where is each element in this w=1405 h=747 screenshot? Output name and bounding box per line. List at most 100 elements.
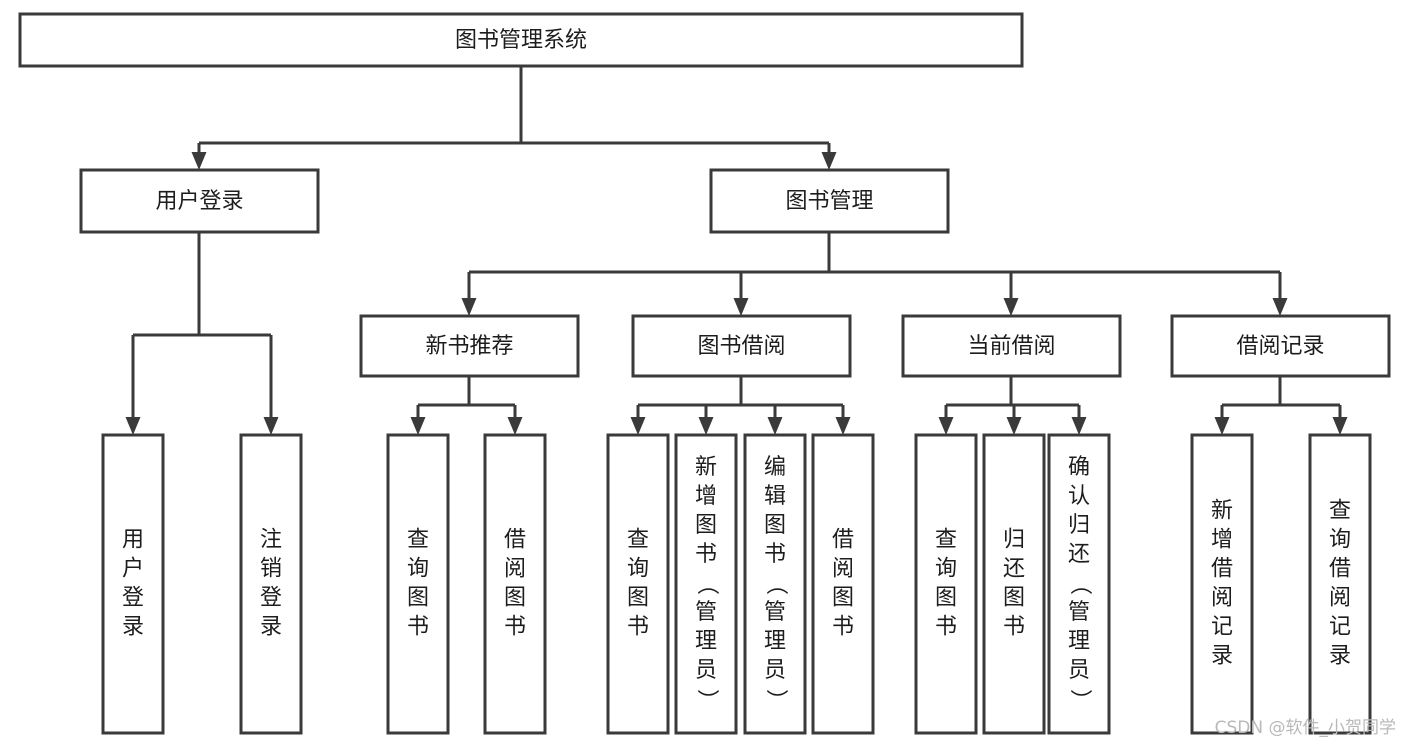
connector-arm	[1003, 272, 1019, 316]
svg-text:图: 图	[832, 586, 854, 611]
node-box-book-borrow[interactable]	[631, 314, 852, 378]
connector-borrow-record	[1214, 376, 1348, 435]
svg-text:）: ）	[694, 689, 719, 711]
node-label-root: 图书管理系统	[455, 28, 587, 53]
svg-text:管: 管	[695, 600, 717, 625]
svg-text:确: 确	[1068, 455, 1090, 480]
svg-text:管: 管	[1068, 600, 1090, 625]
node-label-book-borrow: 图书借阅	[697, 334, 785, 359]
svg-text:管: 管	[764, 600, 786, 625]
connector-arm	[507, 405, 523, 435]
svg-text:书: 书	[627, 615, 649, 640]
node-book-manage[interactable]: 图书管理	[709, 168, 950, 234]
node-box-leaf-logout-login[interactable]	[239, 433, 303, 735]
connector-arm	[1006, 405, 1022, 435]
svg-text:书: 书	[832, 615, 854, 640]
node-user-login[interactable]: 用户登录	[79, 168, 320, 234]
svg-text:增: 增	[695, 484, 717, 509]
node-box-book-manage[interactable]	[709, 168, 950, 234]
svg-text:增: 增	[1211, 528, 1233, 553]
node-box-current-borrow[interactable]	[901, 314, 1122, 378]
node-label-new-book-recommend: 新书推荐	[425, 334, 513, 359]
svg-text:归: 归	[1003, 528, 1025, 553]
svg-text:录: 录	[1211, 644, 1233, 669]
svg-text:书: 书	[764, 542, 786, 567]
node-box-borrow-record[interactable]	[1170, 314, 1391, 378]
node-box-leaf-user-login[interactable]	[101, 433, 165, 735]
connector-arm	[733, 272, 749, 316]
node-box-leaf-return-book[interactable]	[982, 433, 1046, 735]
connector-arm	[1272, 272, 1288, 316]
svg-text:图: 图	[695, 513, 717, 538]
svg-text:询: 询	[1329, 528, 1351, 553]
node-box-leaf-query-book-recommend[interactable]	[386, 433, 450, 735]
svg-text:借: 借	[1211, 557, 1233, 582]
svg-text:录: 录	[122, 615, 144, 640]
svg-text:登: 登	[122, 586, 144, 611]
node-box-leaf-borrow-book[interactable]	[811, 433, 875, 735]
connector-arm	[1071, 405, 1087, 435]
connector-arm	[461, 272, 477, 316]
svg-text:）: ）	[1067, 689, 1092, 711]
watermark-label: CSDN @软件_小贺同学	[1215, 718, 1396, 738]
svg-text:录: 录	[1329, 644, 1351, 669]
node-box-leaf-borrow-book-recommend[interactable]	[483, 433, 547, 735]
svg-text:录: 录	[260, 615, 282, 640]
svg-text:查: 查	[935, 528, 957, 553]
svg-text:阅: 阅	[832, 557, 854, 582]
svg-text:员: 员	[695, 658, 717, 683]
node-box-leaf-confirm-return-admin[interactable]	[1047, 433, 1111, 735]
connector-arm	[1214, 405, 1230, 435]
connector-book-manage	[461, 232, 1288, 316]
svg-text:查: 查	[627, 528, 649, 553]
connector-arm	[698, 405, 714, 435]
svg-text:还: 还	[1068, 542, 1090, 567]
svg-text:注: 注	[260, 528, 282, 553]
node-box-new-book-recommend[interactable]	[359, 314, 580, 378]
svg-text:辑: 辑	[764, 484, 786, 509]
node-root[interactable]: 图书管理系统	[18, 12, 1024, 68]
svg-text:询: 询	[935, 557, 957, 582]
svg-text:书: 书	[695, 542, 717, 567]
connector-book-borrow	[630, 376, 851, 435]
node-current-borrow[interactable]: 当前借阅	[901, 314, 1122, 378]
svg-text:理: 理	[1068, 629, 1090, 654]
node-box-leaf-edit-book-admin[interactable]	[743, 433, 807, 735]
svg-text:登: 登	[260, 586, 282, 611]
connector-user-login	[125, 232, 279, 435]
node-box-root[interactable]	[18, 12, 1024, 68]
svg-text:认: 认	[1068, 484, 1090, 509]
svg-text:书: 书	[504, 615, 526, 640]
node-box-leaf-add-borrow-record[interactable]	[1190, 433, 1254, 735]
connector-arm	[835, 405, 851, 435]
node-new-book-recommend[interactable]: 新书推荐	[359, 314, 580, 378]
connector-arm	[1332, 405, 1348, 435]
node-box-leaf-query-book-borrow[interactable]	[606, 433, 670, 735]
node-leaf-user-login[interactable]: 用户登录	[101, 433, 165, 735]
node-box-user-login[interactable]	[79, 168, 320, 234]
node-box-leaf-query-borrow-record[interactable]	[1308, 433, 1372, 735]
svg-text:销: 销	[260, 557, 282, 582]
node-book-borrow[interactable]: 图书借阅	[631, 314, 852, 378]
node-box-leaf-add-book-admin[interactable]	[674, 433, 738, 735]
node-borrow-record[interactable]: 借阅记录	[1170, 314, 1391, 378]
node-layer: 图书管理系统用户登录图书管理新书推荐图书借阅当前借阅借阅记录用户登录注销登录查询…	[18, 12, 1391, 735]
node-box-leaf-query-book-current[interactable]	[914, 433, 978, 735]
